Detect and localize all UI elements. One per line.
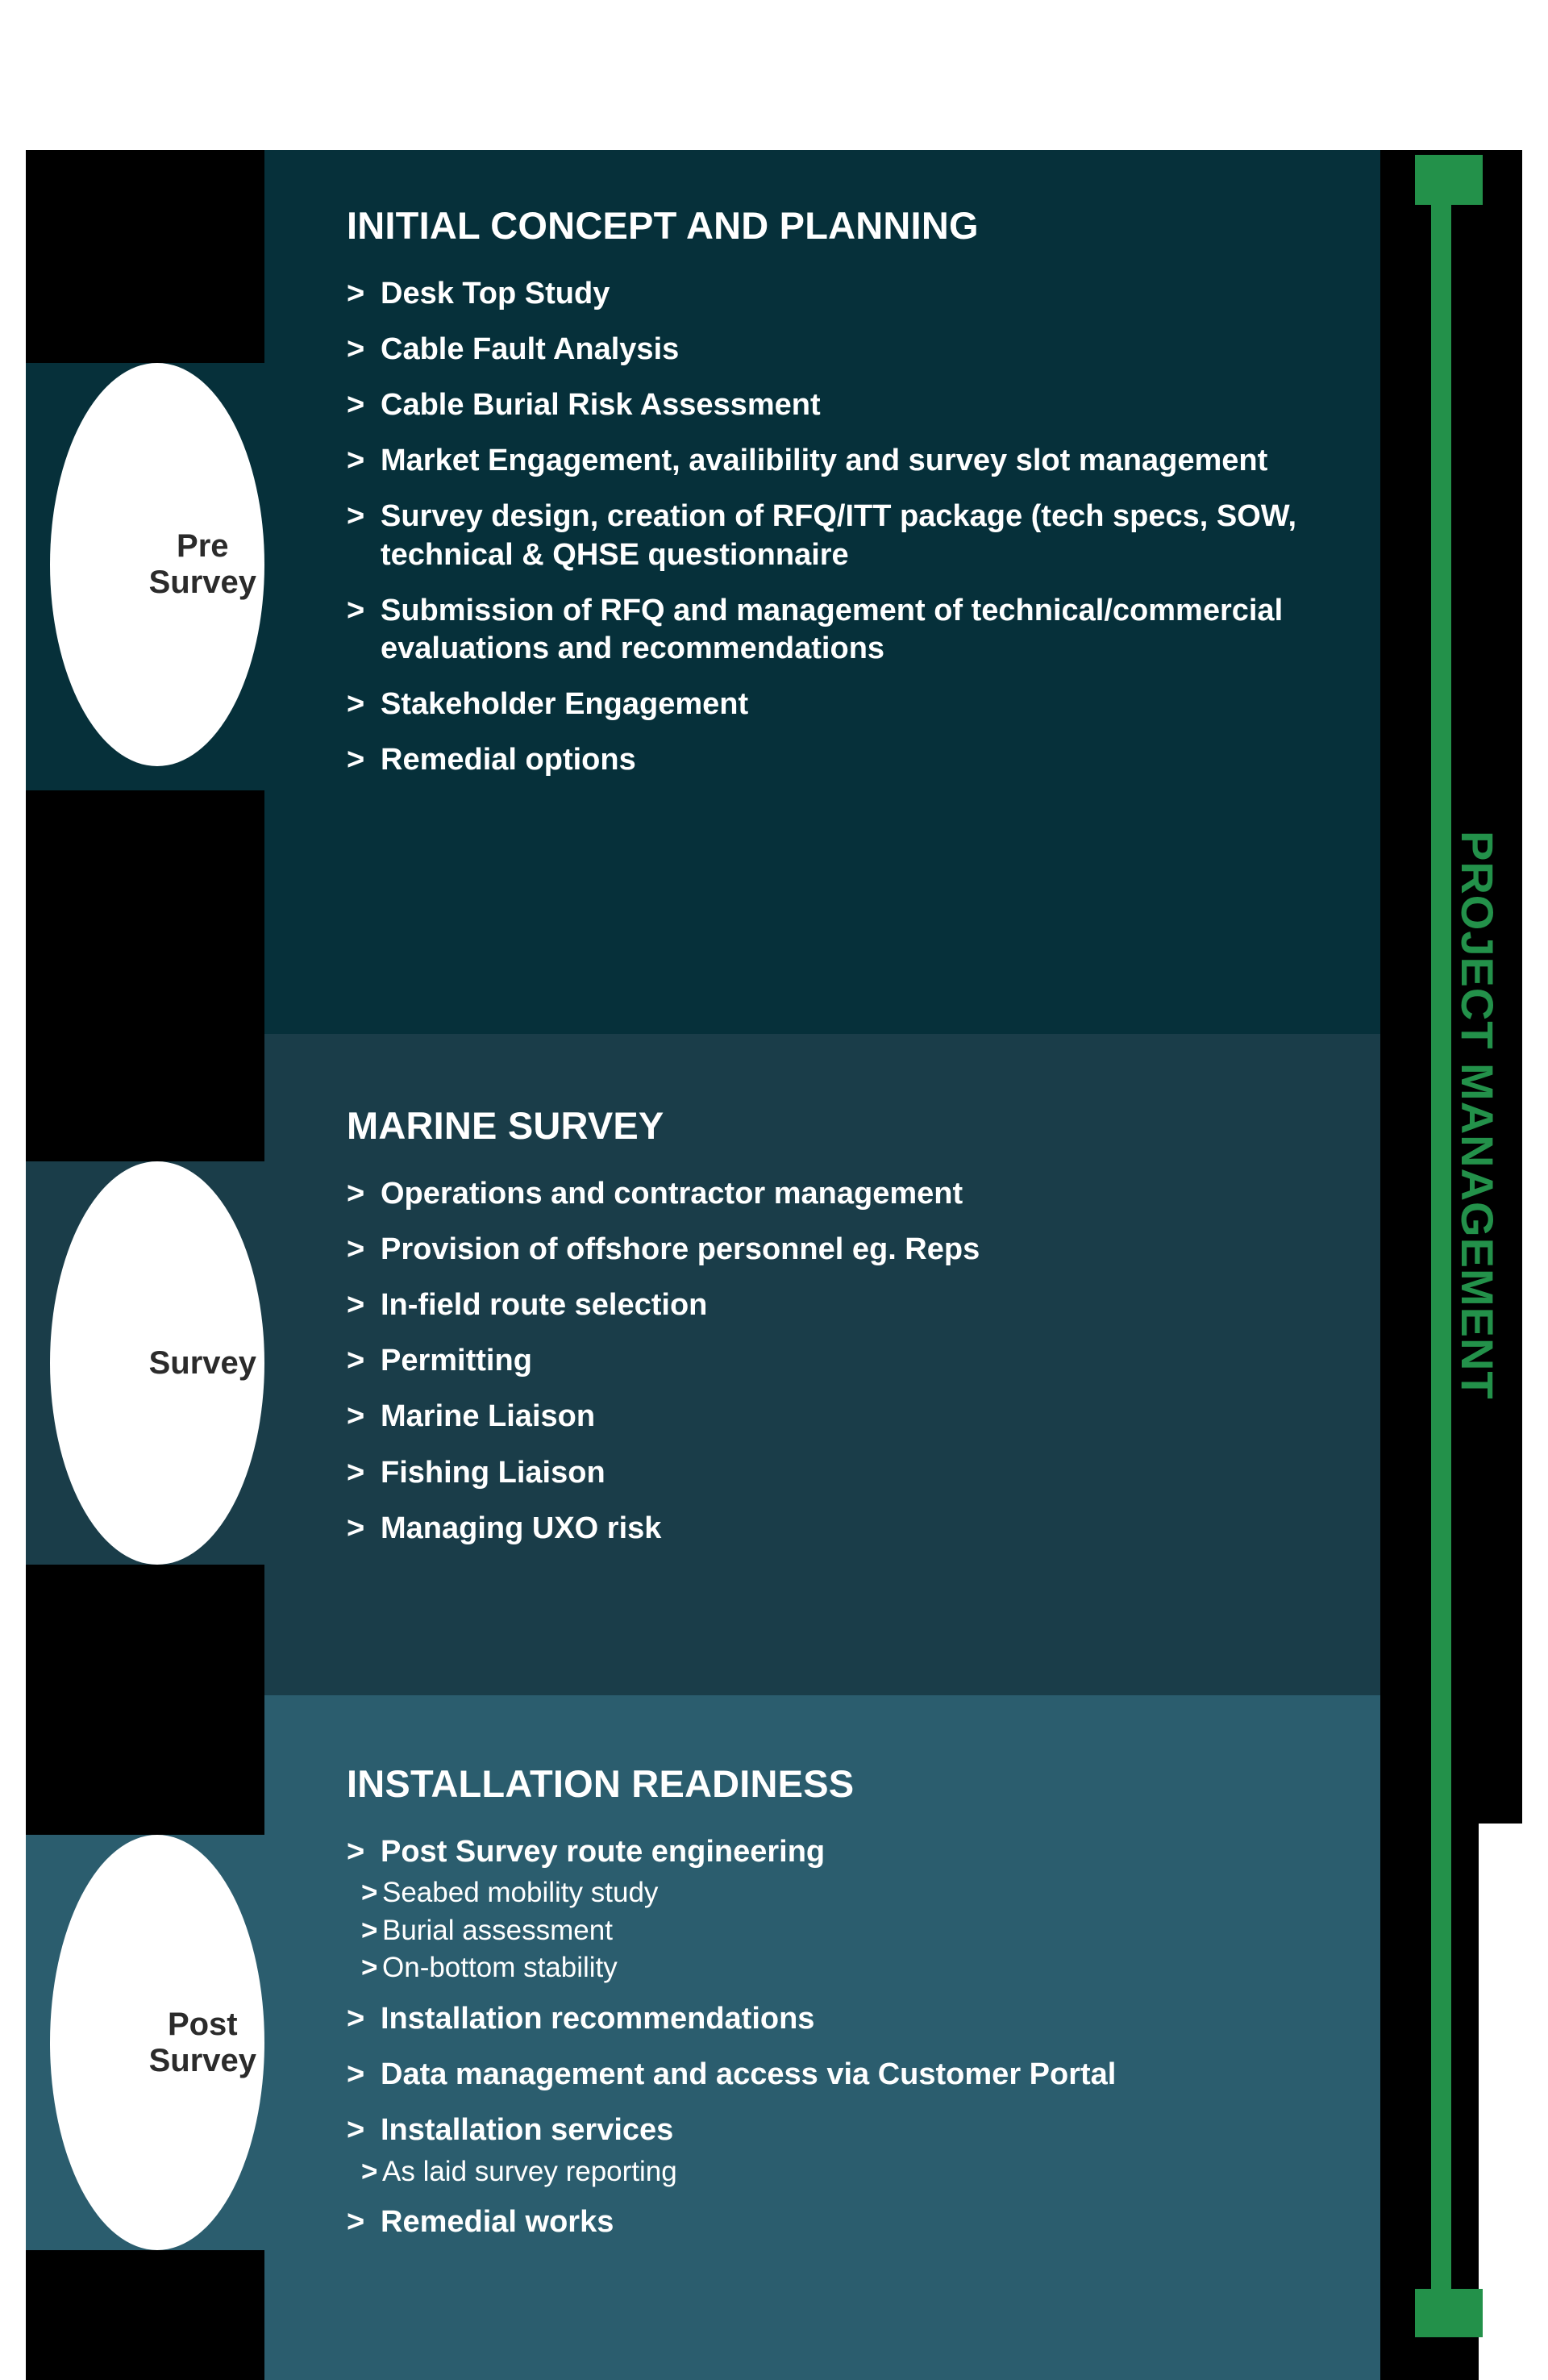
stage-2-title: MARINE SURVEY	[347, 1104, 664, 1147]
project-management-rail-upper	[1380, 150, 1522, 1824]
list-item-label: Submission of RFQ and management of tech…	[381, 593, 1284, 665]
list-item-label: Marine Liaison	[381, 1399, 596, 1434]
list-item-label: Remedial works	[381, 2205, 614, 2240]
list-item: > In-field route selection	[347, 1286, 1371, 1324]
list-item: > On-bottom stability	[347, 1951, 1371, 1986]
chevron-right-icon: >	[347, 444, 365, 478]
list-item: > Cable Fault Analysis	[347, 331, 1371, 369]
stage-marker-pre-survey-label: Pre Survey	[148, 528, 256, 600]
stage-1-bullet-list: > Desk Top Study > Cable Fault Analysis …	[347, 275, 1371, 779]
chevron-right-icon: >	[361, 2155, 378, 2187]
list-item-label: Stakeholder Engagement	[381, 686, 749, 721]
chevron-right-icon: >	[347, 388, 365, 423]
chevron-right-icon: >	[347, 1177, 365, 1211]
stage-marker-pre-survey: Pre Survey	[50, 363, 264, 766]
project-management-arrow-cap-bottom	[1415, 2289, 1483, 2337]
list-item: > Market Engagement, availibility and su…	[347, 442, 1371, 480]
stage-1-title: INITIAL CONCEPT AND PLANNING	[347, 204, 979, 247]
list-item: > Managing UXO risk	[347, 1510, 1371, 1548]
list-item: > Post Survey route engineering	[347, 1833, 1371, 1871]
list-item-label: Managing UXO risk	[381, 1511, 662, 1545]
list-item: > Marine Liaison	[347, 1398, 1371, 1436]
list-item-label: Market Engagement, availibility and surv…	[381, 444, 1268, 478]
chevron-right-icon: >	[347, 1344, 365, 1378]
list-item-label: Operations and contractor management	[381, 1177, 963, 1211]
list-item-label: As laid survey reporting	[382, 2155, 677, 2187]
project-management-label: PROJECT MANAGEMENT	[1452, 831, 1503, 1400]
chevron-right-icon: >	[347, 1399, 365, 1434]
list-item: > Submission of RFQ and management of te…	[347, 592, 1371, 668]
list-item-label: Desk Top Study	[381, 277, 610, 311]
list-item: > Installation services	[347, 2111, 1371, 2149]
list-item-label: Provision of offshore personnel eg. Reps	[381, 1232, 980, 1267]
stage-marker-post-survey-label: Post Survey	[148, 2006, 256, 2078]
chevron-right-icon: >	[347, 2205, 365, 2240]
list-item: > Installation recommendations	[347, 2000, 1371, 2038]
chevron-right-icon: >	[347, 499, 365, 534]
list-item-label: Data management and access via Customer …	[381, 2057, 1117, 2092]
list-item-label: Seabed mobility study	[382, 1877, 659, 1909]
list-item-label: Installation services	[381, 2113, 674, 2148]
list-item: > Remedial works	[347, 2203, 1371, 2241]
chevron-right-icon: >	[361, 1952, 378, 1984]
chevron-right-icon: >	[347, 332, 365, 367]
list-item-label: Installation recommendations	[381, 2002, 815, 2036]
chevron-right-icon: >	[347, 2113, 365, 2148]
list-item-label: On-bottom stability	[382, 1952, 618, 1984]
spine-block-between-1-2-overlay	[26, 790, 264, 1161]
list-item: > Operations and contractor management	[347, 1175, 1371, 1213]
stage-1-content: INITIAL CONCEPT AND PLANNING > Desk Top …	[347, 203, 1371, 797]
list-item: > Provision of offshore personnel eg. Re…	[347, 1231, 1371, 1269]
list-item: > Survey design, creation of RFQ/ITT pac…	[347, 498, 1371, 573]
list-item-label: Permitting	[381, 1344, 532, 1378]
list-item: > Seabed mobility study	[347, 1876, 1371, 1911]
chevron-right-icon: >	[347, 1511, 365, 1545]
list-item: > As laid survey reporting	[347, 2155, 1371, 2190]
list-item-label: Fishing Liaison	[381, 1455, 605, 1490]
stage-3-sublist-installation-services: > As laid survey reporting	[347, 2155, 1371, 2190]
chevron-right-icon: >	[347, 277, 365, 311]
chevron-right-icon: >	[347, 593, 365, 627]
list-item: > Desk Top Study	[347, 275, 1371, 313]
list-item: > Cable Burial Risk Assessment	[347, 386, 1371, 424]
chevron-right-icon: >	[361, 1914, 378, 1946]
stage-3-bullet-list: > Post Survey route engineering > Seabed…	[347, 1833, 1371, 2241]
project-management-rail-lower	[1380, 1824, 1479, 2380]
stage-2-bullet-list: > Operations and contractor management >…	[347, 1175, 1371, 1548]
list-item-label: Cable Burial Risk Assessment	[381, 388, 821, 423]
chevron-right-icon: >	[347, 1835, 365, 1869]
list-item-label: Burial assessment	[382, 1914, 613, 1946]
list-item: > Fishing Liaison	[347, 1454, 1371, 1492]
list-item: > Data management and access via Custome…	[347, 2056, 1371, 2094]
list-item-label: Post Survey route engineering	[381, 1835, 826, 1869]
list-item: > Burial assessment	[347, 1914, 1371, 1949]
chevron-right-icon: >	[347, 686, 365, 721]
list-item-label: Remedial options	[381, 742, 636, 777]
chevron-right-icon: >	[347, 2002, 365, 2036]
chevron-right-icon: >	[347, 1232, 365, 1267]
spine-block-top-overlay	[26, 150, 264, 363]
list-item-label: In-field route selection	[381, 1288, 708, 1323]
chevron-right-icon: >	[347, 742, 365, 777]
list-item: > Stakeholder Engagement	[347, 686, 1371, 723]
spine-block-between-2-3-overlay	[26, 1565, 264, 1835]
stage-2-content: MARINE SURVEY > Operations and contracto…	[347, 1103, 1371, 1565]
list-item: > Permitting	[347, 1342, 1371, 1380]
list-item-label: Survey design, creation of RFQ/ITT packa…	[381, 499, 1297, 572]
stage-3-sublist-route-engineering: > Seabed mobility study > Burial assessm…	[347, 1876, 1371, 1986]
stage-3-content: INSTALLATION READINESS > Post Survey rou…	[347, 1761, 1371, 2259]
project-management-arrow-shaft	[1431, 155, 1451, 2336]
spine-block-bottom-overlay	[26, 2250, 264, 2380]
list-item-label: Cable Fault Analysis	[381, 332, 680, 367]
stage-3-title: INSTALLATION READINESS	[347, 1762, 855, 1805]
stage-marker-survey: Survey	[50, 1161, 264, 1565]
chevron-right-icon: >	[361, 1877, 378, 1909]
stage-marker-post-survey: Post Survey	[50, 1835, 264, 2250]
stage-marker-survey-label: Survey	[148, 1344, 256, 1381]
chevron-right-icon: >	[347, 2057, 365, 2092]
chevron-right-icon: >	[347, 1455, 365, 1490]
list-item: > Remedial options	[347, 741, 1371, 779]
chevron-right-icon: >	[347, 1288, 365, 1323]
